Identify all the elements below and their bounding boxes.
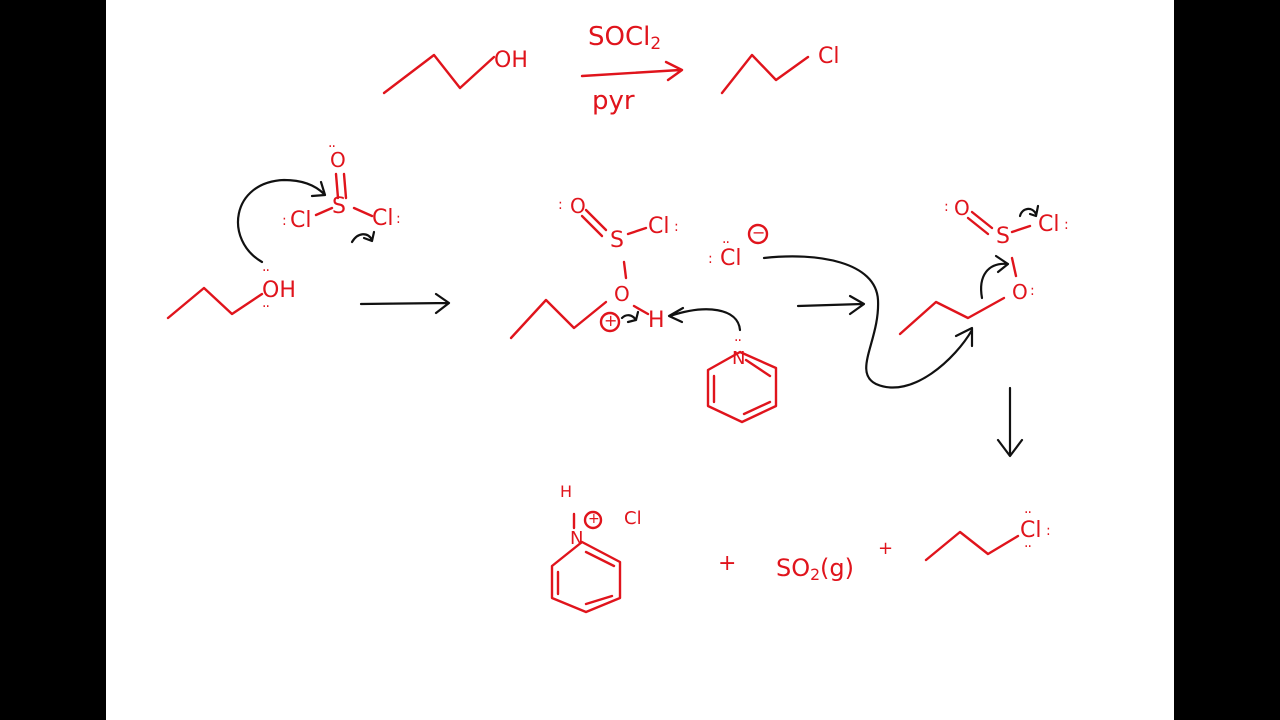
reaction-arrow-top [580,60,684,82]
pyridine-n-dots: ·· [734,333,742,349]
step3-cl: Cl [1038,212,1060,237]
chloride-dots-top: ·· [722,235,730,251]
step2-hydrogen: H [648,308,665,333]
o-lone-pair-bottom: ·· [262,299,270,315]
s-cl-bond-step3 [1010,224,1032,234]
socl2-cl-left: Cl [290,208,312,233]
cl-left-dots: : [282,213,287,229]
o-lone-pair-top: ·· [262,263,270,279]
s-cl-right-bond [352,206,374,218]
step3-down-arrow [996,386,1024,458]
so2-state: (g) [820,554,855,582]
chain-step2 [509,298,608,340]
step2-sulfur: S [610,228,624,253]
reagent-thionyl-chloride: SOCl2 [588,22,662,54]
step2-arrow [796,294,866,316]
pyridine-nitrogen: N [732,348,746,369]
step2-o-mid: O [614,282,630,306]
s-o-double-bond-step2 [580,208,608,238]
s-o-single-bond-step3 [1010,256,1018,278]
minus-charge-circle [747,223,769,245]
reactant-hydroxyl-label: OH [494,48,528,73]
so2-text: SO [776,554,811,582]
sulfur-dioxide-gas: SO2(g) [776,554,855,583]
o-h-bond-step2 [632,304,650,316]
chain-step3 [898,296,1006,336]
backside-attack-arrow [762,255,974,389]
step1-arrow [359,292,451,315]
pyridinium-nitrogen: N [570,528,584,549]
nucleophilic-attack-arrow [237,178,327,264]
plus-sign-2: + [878,538,894,559]
reagent-socl-text: SOCl [588,22,651,52]
step2-cl-dots: : [674,219,679,235]
chloride-dots-left: : [708,251,713,267]
s-cl-bond-step2 [626,226,648,236]
pyridinium-plus-circle [583,510,603,530]
product-cl-dots-bottom: ·· [1024,539,1032,555]
step3-o-bottom: O [1012,280,1028,304]
s-o-double-bond [334,172,348,200]
plus-sign-1: + [718,551,737,576]
so2-subscript: 2 [810,565,821,584]
pyridine-ring [706,350,778,424]
cl-right-dots: : [396,211,401,227]
reactant-chain [382,53,496,95]
product-cl-dots-right: : [1046,523,1051,539]
alcohol-chain-step1 [166,286,264,320]
o-h-bond-break-curl [620,310,640,324]
deprotonation-arrow [667,306,742,332]
step3-cl-dots: : [1064,217,1069,233]
socl2-sulfur: S [332,194,346,219]
socl2-o-dots: ·· [328,139,336,155]
reagent-subscript: 2 [650,33,662,54]
chloride-ion: Cl [720,246,742,271]
s-o-pi-bond-curl [1018,204,1040,218]
step2-cl: Cl [648,214,670,239]
chloride-minus-charge: − [752,223,766,242]
plus-charge-circle [599,311,621,333]
s-cl-left-bond [314,206,334,217]
product-cl-dots-top: ·· [1024,505,1032,521]
pyridinium-ring [550,540,622,614]
pyridinium-hydrogen: H [560,482,573,501]
step3-o-top: O [954,196,970,220]
step2-o-top: O [570,194,586,218]
o-to-s-arrow [980,254,1010,300]
step2-plus-charge: + [604,311,618,330]
product-chain [720,53,810,95]
step3-o-top-dots: : [944,199,949,215]
socl2-oxygen: O [330,148,346,172]
step2-o-top-dots: : [558,197,563,213]
reaction-drawing [166,53,1040,614]
product-alkyl-chain [924,530,1020,562]
whiteboard: OH SOCl2 pyr Cl OH ·· ·· O ·· S Cl Cl : … [106,0,1174,720]
chloride-leaving-curl [350,230,376,244]
counter-ion-chloride: Cl [624,508,642,529]
reagent-pyridine: pyr [592,86,635,116]
s-o-single-bond-step2 [622,260,628,280]
socl2-cl-right: Cl [372,206,394,231]
step3-o-bottom-dots: : [1030,283,1035,299]
s-o-double-bond-step3 [966,210,994,236]
product-chloride-label: Cl [818,44,840,69]
pyridinium-plus: + [588,511,600,527]
step3-sulfur: S [996,224,1010,249]
alcohol-oh-label: OH [262,278,296,303]
product-cl-label: Cl [1020,518,1042,543]
